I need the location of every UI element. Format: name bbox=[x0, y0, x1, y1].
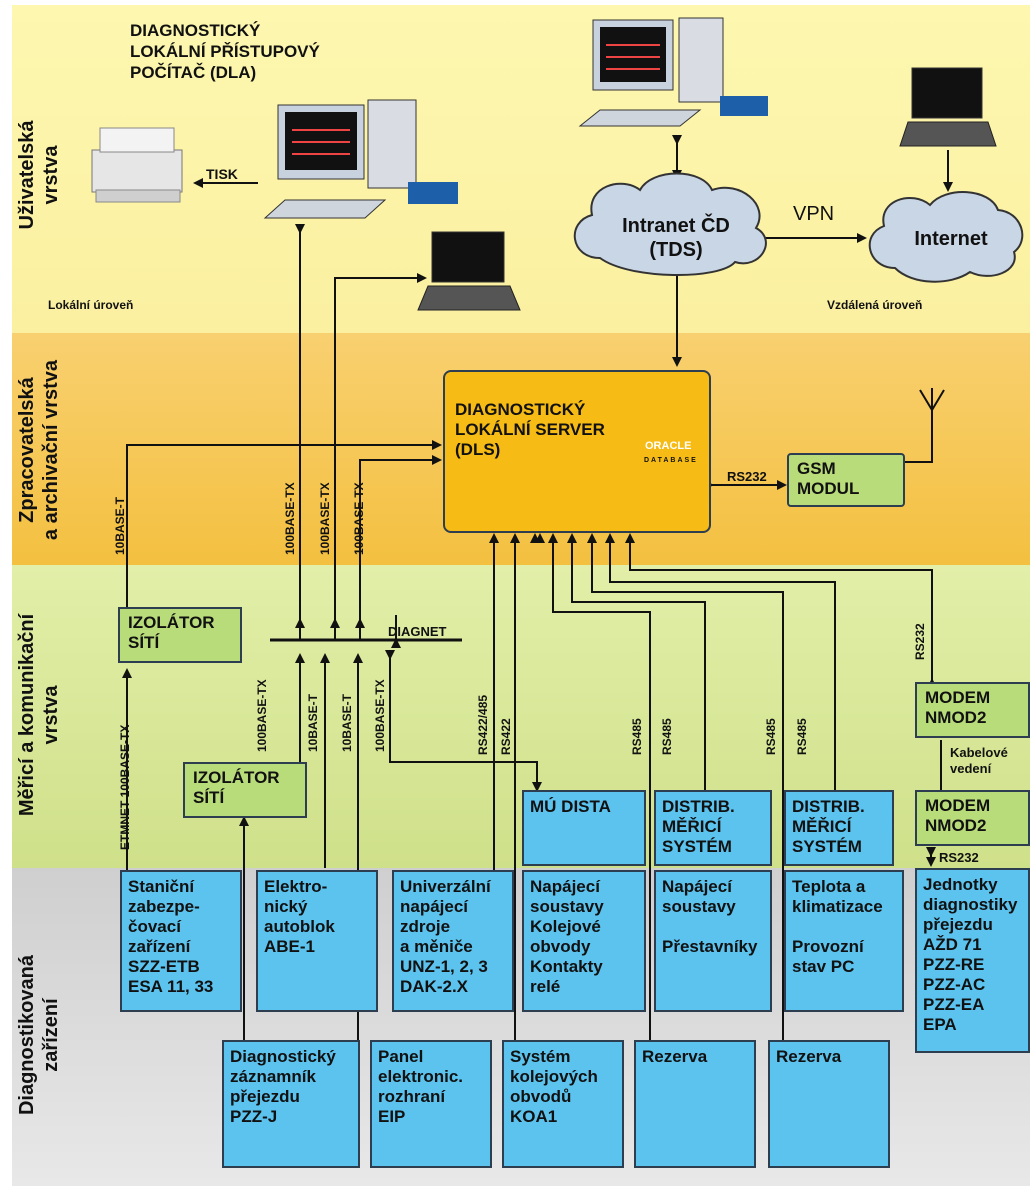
gsm-rs232-label: RS232 bbox=[727, 469, 767, 484]
desktop-computer-icon bbox=[263, 99, 458, 219]
link-label-rs485-d: RS485 bbox=[795, 718, 809, 755]
link-label-rs422-485: RS422/485 bbox=[476, 694, 490, 755]
device-abe: Elektro- nický autoblok ABE-1 bbox=[256, 870, 378, 1012]
device-rezerva-b: Rezerva bbox=[768, 1040, 890, 1168]
local-level-label: Lokální úroveň bbox=[48, 298, 134, 312]
internet-laptop-icon bbox=[899, 67, 997, 147]
link-label-rs485-b: RS485 bbox=[660, 718, 674, 755]
diagnet-label: DIAGNET bbox=[388, 624, 447, 639]
modem-top-box: MODEM NMOD2 bbox=[915, 682, 1030, 738]
device-koa: Systém kolejových obvodů KOA1 bbox=[502, 1040, 624, 1168]
link-label-10base-t-e: 10BASE-T bbox=[306, 693, 320, 752]
tisk-label: TISK bbox=[206, 166, 238, 182]
link-label-100base-tx-d: 100BASE-TX bbox=[255, 679, 269, 752]
link-label-100base-tx-g: 100BASE-TX bbox=[373, 679, 387, 752]
dla-title: DIAGNOSTICKÝ LOKÁLNÍ PŘÍSTUPOVÝ POČÍTAČ … bbox=[130, 21, 320, 82]
vpn-label: VPN bbox=[793, 203, 835, 225]
device-napajeci-a: Napájecí soustavy Kolejové obvody Kontak… bbox=[522, 870, 646, 1012]
distrib-b-box: DISTRIB. MĚŘICÍ SYSTÉM bbox=[784, 790, 894, 866]
modem-rs232-bottom: RS232 bbox=[939, 850, 979, 865]
device-jednotky: Jednotky diagnostiky přejezdu AŽD 71 PZZ… bbox=[915, 868, 1030, 1053]
intranet-cloud-label: Intranet ČD (TDS) bbox=[622, 215, 730, 261]
printer-icon bbox=[91, 127, 183, 203]
oracle-label: ORACLE bbox=[645, 440, 692, 452]
link-label-100base-tx-c: 100BASE-TX bbox=[352, 482, 366, 555]
remote-computer-icon bbox=[578, 17, 768, 127]
server-title: DIAGNOSTICKÝ LOKÁLNÍ SERVER (DLS) bbox=[455, 400, 605, 459]
distrib-a-box: DISTRIB. MĚŘICÍ SYSTÉM bbox=[654, 790, 772, 866]
cable-label: Kabelové vedení bbox=[950, 745, 1008, 776]
device-eip: Panel elektronic. rozhraní EIP bbox=[370, 1040, 492, 1168]
link-label-etmnet: ETMNET 100BASE-TX bbox=[118, 724, 132, 850]
device-rezerva-a: Rezerva bbox=[634, 1040, 756, 1168]
gsm-module-box: GSM MODUL bbox=[787, 453, 905, 507]
diagnostic-server-box: DIAGNOSTICKÝ LOKÁLNÍ SERVER (DLS) bbox=[443, 370, 711, 533]
laptop-icon bbox=[417, 231, 521, 311]
intranet-cloud-icon bbox=[573, 172, 767, 277]
link-label-100base-tx-a: 100BASE-TX bbox=[283, 482, 297, 555]
modem-bottom-box: MODEM NMOD2 bbox=[915, 790, 1030, 846]
link-label-10base-t-top: 10BASE-T bbox=[113, 496, 127, 555]
isolator-top-box: IZOLÁTOR SÍTÍ bbox=[118, 607, 242, 663]
modem-rs232-top: RS232 bbox=[913, 623, 927, 660]
device-teplota: Teplota a klimatizace Provozní stav PC bbox=[784, 870, 904, 1012]
isolator-bottom-box: IZOLÁTOR SÍTÍ bbox=[183, 762, 307, 818]
link-label-100base-tx-b: 100BASE-TX bbox=[318, 482, 332, 555]
device-szz: Staniční zabezpe- čovací zařízení SZZ-ET… bbox=[120, 870, 242, 1012]
remote-level-label: Vzdálená úroveň bbox=[827, 298, 923, 312]
device-unz: Univerzální napájecí zdroje a měniče UNZ… bbox=[392, 870, 514, 1012]
database-label: DATABASE bbox=[644, 457, 698, 464]
link-label-rs422: RS422 bbox=[499, 718, 513, 755]
mu-dista-box: MÚ DISTA bbox=[522, 790, 646, 866]
link-label-10base-t-f: 10BASE-T bbox=[340, 693, 354, 752]
device-napajeci-b: Napájecí soustavy Přestavníky bbox=[654, 870, 772, 1012]
internet-cloud-icon bbox=[868, 191, 1024, 283]
device-pzzj: Diagnostický záznamník přejezdu PZZ-J bbox=[222, 1040, 360, 1168]
internet-cloud-label: Internet bbox=[914, 228, 988, 250]
link-label-rs485-a: RS485 bbox=[630, 718, 644, 755]
link-label-rs485-c: RS485 bbox=[764, 718, 778, 755]
